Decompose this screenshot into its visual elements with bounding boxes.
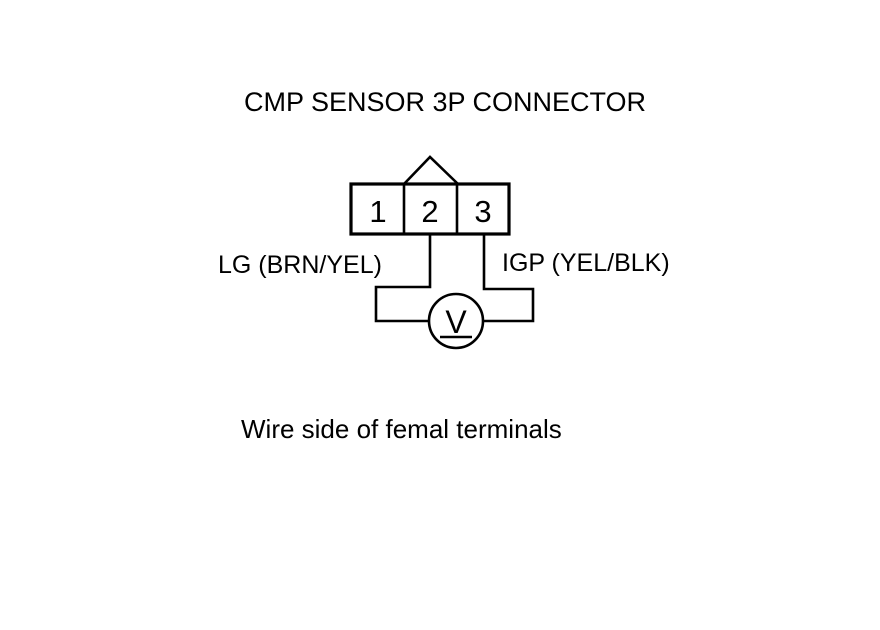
wire-igp-probe: [482, 234, 535, 323]
voltmeter-circle: [427, 292, 485, 350]
connector-key-tab: [403, 155, 459, 185]
wire-left-label: LG (BRN/YEL): [218, 251, 382, 279]
diagram-title: CMP SENSOR 3P CONNECTOR: [244, 87, 646, 117]
wire-right-label: IGP (YEL/BLK): [502, 249, 670, 277]
pin-3-label: 3: [474, 194, 491, 229]
diagram-caption: Wire side of femal terminals: [241, 414, 562, 444]
voltmeter-icon: V: [427, 292, 485, 350]
pin-2-label: 2: [421, 194, 438, 229]
wire-lg-probe: [374, 234, 432, 323]
voltmeter-symbol: V: [445, 304, 467, 340]
pin-1-label: 1: [369, 194, 386, 229]
